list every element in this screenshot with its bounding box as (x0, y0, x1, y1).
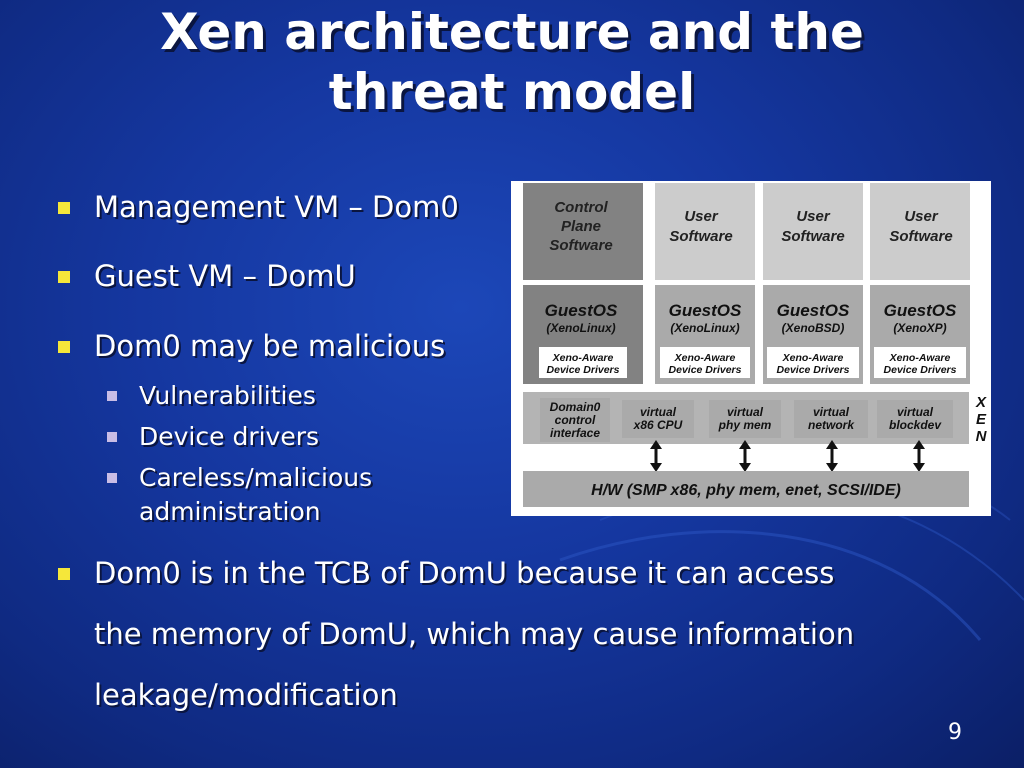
guestos-kind: (XenoXP) (893, 321, 946, 335)
control-label-1: Control (554, 199, 608, 216)
user-software-label: User (904, 208, 939, 225)
virtual-label: virtual (813, 405, 850, 419)
virtual-label: virtual (727, 405, 764, 419)
driver-box (660, 347, 750, 378)
domain0-interface-label: interface (550, 426, 600, 440)
sub-bullet-vulnerabilities: Vulnerabilities (139, 381, 316, 410)
bullet-marker (58, 341, 70, 353)
driver-label: Device Drivers (669, 364, 742, 376)
virtual-mem-box (709, 400, 781, 438)
driver-label: Xeno-Aware (889, 352, 951, 364)
virtual-label: x86 CPU (633, 418, 683, 432)
guestos-kind: (XenoBSD) (782, 321, 845, 335)
virtual-label: virtual (640, 405, 677, 419)
slide-number: 9 (948, 720, 962, 745)
driver-label: Xeno-Aware (782, 352, 844, 364)
guestos-name: GuestOS (669, 301, 742, 320)
domain0-interface-label: Domain0 (550, 400, 601, 414)
bullet-guest-vm: Guest VM – DomU (94, 259, 356, 293)
driver-label: Xeno-Aware (552, 352, 614, 364)
user-software-label: Software (781, 228, 844, 245)
driver-label: Device Drivers (547, 364, 620, 376)
bullet-tcb-line-3: leakage/modification (94, 678, 398, 712)
title-line-1: Xen architecture and the (160, 3, 864, 61)
double-arrow-icon (650, 440, 662, 472)
xen-letter: N (976, 428, 988, 445)
sub-bullet-marker (107, 432, 117, 442)
hardware-label: H/W (SMP x86, phy mem, enet, SCSI/IDE) (591, 482, 901, 499)
virtual-cpu-box (622, 400, 694, 438)
arrow-group (650, 440, 925, 472)
sub-bullet-careless: Careless/malicious (139, 463, 373, 492)
driver-box (539, 347, 627, 378)
driver-box (874, 347, 966, 378)
guestos-kind: (XenoLinux) (670, 321, 739, 335)
domain0-interface-label: control (555, 413, 596, 427)
user-software-label: Software (669, 228, 732, 245)
user-software-box-2 (763, 183, 863, 280)
virtual-blockdev-box (877, 400, 953, 438)
guestos-name: GuestOS (545, 301, 618, 320)
double-arrow-icon (826, 440, 838, 472)
double-arrow-icon (739, 440, 751, 472)
user-software-label: Software (889, 228, 952, 245)
driver-label: Device Drivers (777, 364, 850, 376)
hardware-bar (523, 471, 969, 507)
control-plane-box (523, 183, 643, 280)
bullet-dom0-malicious: Dom0 may be malicious (94, 329, 446, 363)
slide-title: Xen architecture and the threat model (0, 2, 1024, 122)
driver-label: Device Drivers (884, 364, 957, 376)
double-arrow-icon (913, 440, 925, 472)
guestos-name: GuestOS (777, 301, 850, 320)
bullet-marker (58, 271, 70, 283)
virtual-label: phy mem (718, 418, 772, 432)
bullet-tcb-line-2: the memory of DomU, which may cause info… (94, 617, 855, 651)
sub-bullet-marker (107, 391, 117, 401)
virtual-label: blockdev (889, 418, 942, 432)
user-software-box-1 (655, 183, 755, 280)
domain0-interface-box (540, 398, 610, 442)
bullet-tcb-line-1: Dom0 is in the TCB of DomU because it ca… (94, 556, 835, 590)
xen-architecture-diagram: Control Plane Software User Software Use… (511, 181, 991, 516)
virtual-network-box (794, 400, 868, 438)
xen-letter: X (975, 394, 987, 411)
virtual-label: virtual (897, 405, 934, 419)
control-label-3: Software (549, 237, 612, 254)
bullet-management-vm: Management VM – Dom0 (94, 190, 459, 224)
sub-bullet-marker (107, 473, 117, 483)
user-software-label: User (796, 208, 831, 225)
user-software-label: User (684, 208, 719, 225)
driver-label: Xeno-Aware (674, 352, 736, 364)
xen-letter: E (976, 411, 987, 428)
guestos-kind: (XenoLinux) (546, 321, 615, 335)
sub-bullet-device-drivers: Device drivers (139, 422, 320, 451)
user-software-box-3 (870, 183, 970, 280)
driver-box (767, 347, 859, 378)
sub-bullet-administration: administration (139, 497, 321, 526)
guestos-name: GuestOS (884, 301, 957, 320)
virtual-label: network (808, 418, 855, 432)
control-label-2: Plane (561, 218, 601, 235)
title-line-2: threat model (328, 63, 696, 121)
bullet-marker (58, 568, 70, 580)
bullet-marker (58, 202, 70, 214)
